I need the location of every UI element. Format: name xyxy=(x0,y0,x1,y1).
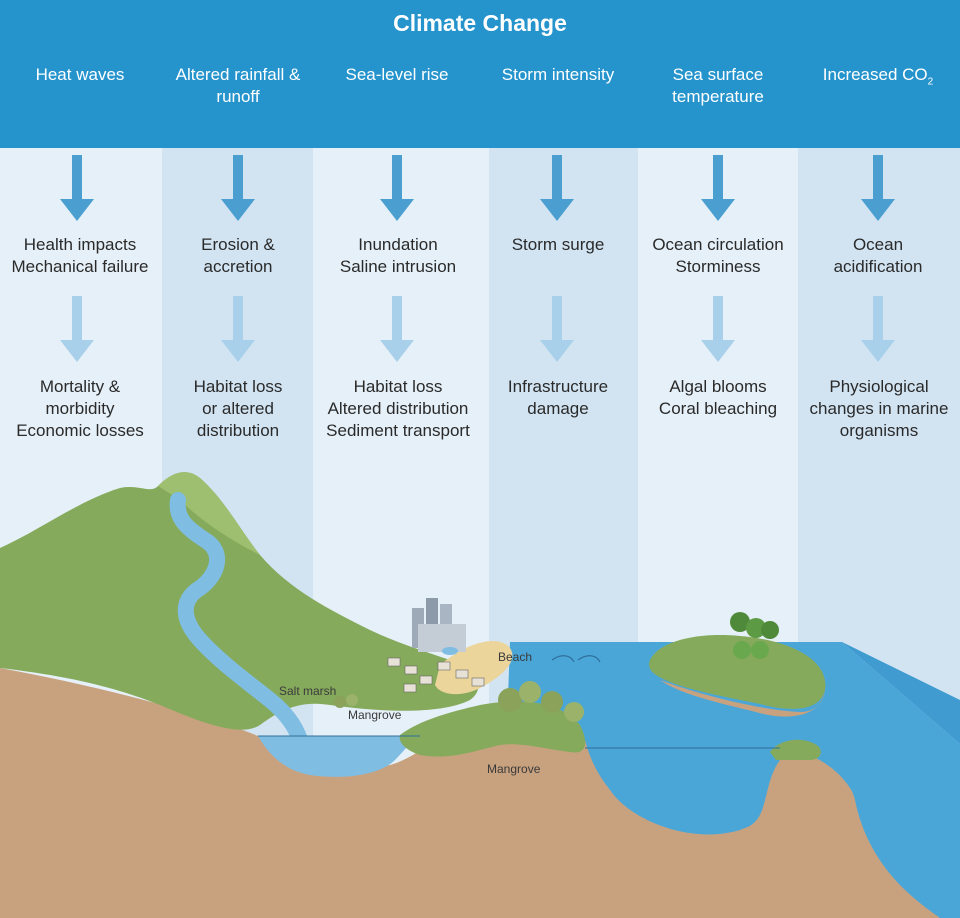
outcome-line: Economic losses xyxy=(16,421,144,440)
ocean-side xyxy=(842,642,960,744)
deep-water-basin xyxy=(585,740,960,918)
arrow-light-6 xyxy=(861,296,895,362)
island-trees xyxy=(730,612,779,659)
arrow-dark-5 xyxy=(701,155,735,221)
impact-line: Inundation xyxy=(358,235,438,254)
outcome-line: Coral bleaching xyxy=(658,399,778,418)
label-mangrove-1: Mangrove xyxy=(348,708,402,722)
water-surface-line xyxy=(258,735,780,749)
outcome-line: damage xyxy=(527,399,589,418)
outcome-col-2: Habitat loss or altered distribution xyxy=(158,376,318,442)
outcome-line: distribution xyxy=(196,421,280,440)
impact-col-2: Erosion & accretion xyxy=(158,234,318,278)
outcome-col-4: Infrastructure damage xyxy=(478,376,638,420)
arrow-light-4 xyxy=(540,296,574,362)
outcome-line: changes in marine xyxy=(809,399,949,418)
arrow-dark-2 xyxy=(221,155,255,221)
outcome-line: or altered xyxy=(202,399,274,418)
mangrove-bank xyxy=(399,701,586,757)
hill-shade xyxy=(158,472,260,555)
houses xyxy=(387,657,485,693)
driver-sea-surface-temperature: Sea surface temperature xyxy=(672,65,764,106)
impact-line: Erosion & xyxy=(201,235,275,254)
outcome-line: organisms xyxy=(839,421,919,440)
impact-col-4: Storm surge xyxy=(478,234,638,256)
impact-line: Ocean circulation xyxy=(652,235,784,254)
impact-line: Saline intrusion xyxy=(339,257,457,276)
impact-line: accretion xyxy=(203,257,273,276)
impact-line: Ocean xyxy=(852,235,904,254)
outcome-line: Habitat loss xyxy=(353,377,443,396)
outcome-col-6: Physiological changes in marine organisms xyxy=(798,376,960,442)
driver-altered-rainfall: Altered rainfall & runoff xyxy=(175,65,301,106)
outcome-line: Sediment transport xyxy=(326,421,470,440)
arrow-light-5 xyxy=(701,296,735,362)
outcome-line: Mortality & xyxy=(39,377,121,396)
green-hill xyxy=(0,472,479,730)
impact-col-6: Ocean acidification xyxy=(798,234,958,278)
diagram-title: Climate Change xyxy=(393,10,567,36)
island xyxy=(649,635,826,709)
city-buildings xyxy=(412,598,466,652)
header-banner xyxy=(0,0,960,148)
reef-mound xyxy=(770,739,821,760)
label-salt-marsh: Salt marsh xyxy=(279,684,337,698)
arrow-light-1 xyxy=(60,296,94,362)
soil-cross-section xyxy=(0,668,940,918)
outcome-line: Algal blooms xyxy=(669,377,767,396)
beach-waves xyxy=(551,655,601,663)
beach-sand xyxy=(435,641,513,695)
arrow-dark-4 xyxy=(540,155,574,221)
impact-line: Mechanical failure xyxy=(11,257,149,276)
outcome-line: Physiological xyxy=(829,377,929,396)
outcome-line: morbidity xyxy=(45,399,115,418)
driver-increased-co2: Increased CO2 xyxy=(798,64,958,93)
arrow-light-3 xyxy=(380,296,414,362)
driver-co2-text: Increased CO xyxy=(822,65,928,84)
driver-heat-waves: Heat waves xyxy=(35,65,125,84)
outcome-line: Habitat loss xyxy=(193,377,283,396)
arrow-dark-6 xyxy=(861,155,895,221)
driver-co2-subscript: 2 xyxy=(927,76,934,88)
label-beach: Beach xyxy=(498,650,533,664)
label-mangrove-2: Mangrove xyxy=(487,762,541,776)
mangrove-trees xyxy=(334,681,584,722)
outcome-line: Altered distribution xyxy=(327,399,469,418)
pool xyxy=(442,647,458,655)
arrow-dark-1 xyxy=(60,155,94,221)
driver-sea-level-rise: Sea-level rise xyxy=(345,65,449,84)
driver-storm-intensity: Storm intensity xyxy=(501,65,615,84)
arrow-dark-3 xyxy=(380,155,414,221)
arrows-layer xyxy=(60,155,895,362)
outcome-line: Infrastructure xyxy=(507,377,609,396)
impact-line: Storminess xyxy=(675,257,761,276)
arrow-light-2 xyxy=(221,296,255,362)
impact-line: Storm surge xyxy=(511,235,605,254)
impact-line: Health impacts xyxy=(23,235,137,254)
river xyxy=(169,492,308,748)
impact-line: acidification xyxy=(833,257,923,276)
